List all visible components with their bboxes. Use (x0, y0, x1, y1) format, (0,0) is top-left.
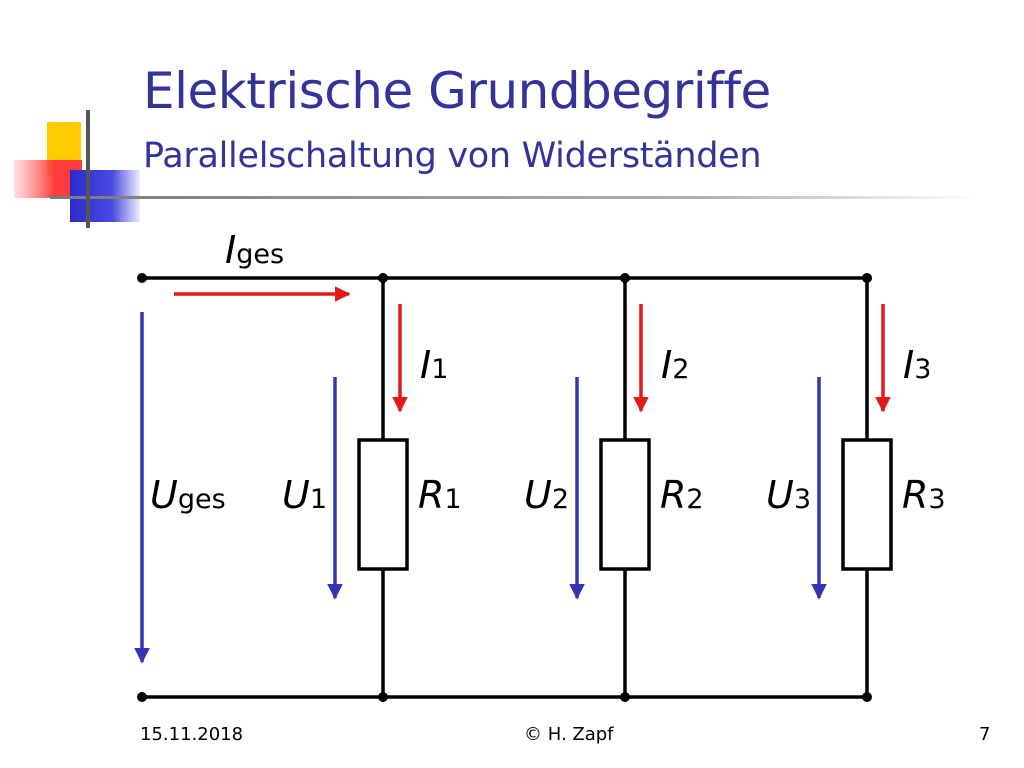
deco-horizontal-line (50, 196, 980, 199)
junction-dots (137, 273, 872, 702)
footer-page-number: 7 (979, 724, 991, 745)
label-total-current: Iges (225, 228, 284, 272)
terminal-bottom-dot (137, 692, 147, 702)
resistor-3 (841, 438, 893, 571)
terminal-top-dot (137, 273, 147, 283)
node-2-top-dot (620, 273, 630, 283)
node-3-top-dot (862, 273, 872, 283)
node-3-bottom-dot (862, 692, 872, 702)
node-1-top-dot (378, 273, 388, 283)
label-resistor-1: R1 (418, 473, 462, 517)
slide-subtitle: Parallelschaltung von Widerständen (143, 136, 762, 176)
current-arrows (174, 286, 891, 413)
title-decoration (14, 110, 980, 228)
resistor-2 (599, 438, 651, 571)
label-branch-3-voltage: U3 (766, 473, 811, 517)
slide-title: Elektrische Grundbegriffe (143, 62, 771, 120)
label-total-voltage: Uges (150, 473, 226, 517)
node-2-bottom-dot (620, 692, 630, 702)
resistor-1 (357, 438, 409, 571)
deco-vertical-line (86, 110, 90, 228)
wiring (142, 276, 869, 699)
label-branch-2-voltage: U2 (524, 473, 569, 517)
label-branch-2-current: I2 (661, 343, 689, 387)
label-branch-3-current: I3 (903, 343, 931, 387)
footer-date: 15.11.2018 (140, 724, 244, 745)
footer-author: © H. Zapf (524, 724, 614, 745)
label-branch-1-current: I1 (420, 343, 448, 387)
label-resistor-3: R3 (902, 473, 946, 517)
label-branch-1-voltage: U1 (282, 473, 327, 517)
voltage-arrows (134, 312, 827, 664)
node-1-bottom-dot (378, 692, 388, 702)
label-resistor-2: R2 (660, 473, 704, 517)
